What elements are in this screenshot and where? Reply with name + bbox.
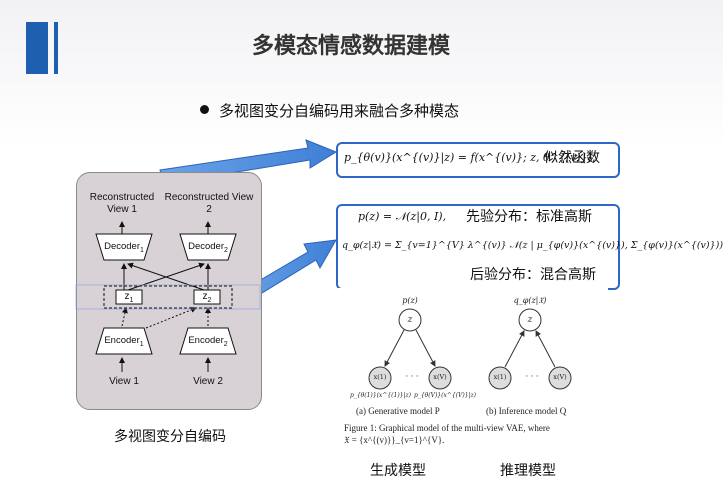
decoder-2-label: Decoder2 (188, 241, 228, 254)
subfig-a-caption: (a) Generative model P (356, 406, 440, 416)
latent-1-label: z1 (124, 291, 134, 304)
gen-edge1-label: p_{θ(1)}(x^{(1)}|z) (350, 392, 411, 399)
subfig-b-caption: (b) Inference model Q (486, 406, 567, 416)
arrow-enc1-z2 (145, 307, 197, 329)
figure-caption-line1: Figure 1: Graphical model of the multi-v… (344, 423, 550, 433)
gen-z-node (398, 308, 422, 332)
figure-caption-line2: 𝔛 = {x^{(v)}}_{v=1}^{V}. (344, 435, 445, 445)
vae-diagram-shapes (75, 221, 261, 372)
gen-z-label: z (407, 315, 413, 325)
gen-x1-node (368, 366, 392, 390)
latent-2-box (193, 289, 221, 305)
view-2-label: View 2 (193, 376, 223, 387)
recon-view-1-label: Reconstructed View 1 (89, 192, 155, 215)
gen-top-label: p(z) (402, 296, 418, 305)
gen-xv-label: x(V) (433, 373, 447, 381)
prior-formula: p(z) = 𝒩(z|0, I), (358, 210, 447, 223)
latent-1-box (115, 289, 143, 305)
decoder-2-shape (179, 233, 237, 261)
posterior-label: 后验分布：混合高斯 (470, 267, 596, 283)
graphical-model-shapes (368, 308, 572, 390)
encoder-1-shape (95, 327, 153, 355)
bullet-text: 多视图变分自编码用来融合多种模态 (219, 102, 460, 120)
inference-model-label: 推理模型 (500, 463, 556, 479)
gen-edge-v (415, 329, 436, 367)
recon-view-2-label: Reconstructed View 2 (164, 192, 254, 215)
inf-xv-node (548, 366, 572, 390)
encoder-1-label: Encoder1 (104, 335, 144, 348)
posterior-formula: q_φ(z|𝔛) = Σ_{v=1}^{V} λ^{(v)} 𝒩(z | μ_{… (342, 240, 723, 251)
inf-x1-node (488, 366, 512, 390)
inf-edge-1 (504, 330, 525, 368)
vae-caption: 多视图变分自编码 (114, 429, 226, 445)
inf-edge-v (535, 330, 556, 368)
decoder-1-shape (95, 233, 153, 261)
encoder-2-shape (179, 327, 237, 355)
decoder-1-label: Decoder1 (104, 241, 144, 254)
latent-highlight (75, 284, 261, 310)
inf-dots: · · · (525, 372, 539, 381)
likelihood-label: 似然函数 (544, 150, 600, 166)
prior-label: 先验分布：标准高斯 (466, 209, 592, 225)
accent-bar (26, 22, 48, 74)
gen-dots: · · · (405, 372, 419, 381)
gen-edge-1 (384, 329, 405, 367)
view-1-label: View 1 (109, 376, 139, 387)
gen-x1-label: x(1) (373, 373, 387, 381)
inf-top-label: q_φ(z|𝔛) (513, 296, 547, 305)
latent-2-label: z2 (202, 291, 212, 304)
inf-x1-label: x(1) (493, 373, 507, 381)
bullet-item: 多视图变分自编码用来融合多种模态 (200, 100, 459, 121)
likelihood-formula: p_{θ(v)}(x^{(v)}|z) = f(x^{(v)}; z, θ^{(… (344, 151, 596, 164)
arrow-enc1-z1 (121, 307, 128, 327)
bullet-dot (200, 105, 209, 114)
gen-edge2-label: p_{θ(V)}(x^{(V)}|z) (414, 392, 477, 399)
generative-model-label: 生成模型 (370, 463, 426, 479)
likelihood-box (336, 142, 620, 178)
slide-title: 多模态情感数据建模 (251, 34, 450, 59)
inf-z-node (518, 308, 542, 332)
accent-bar-thin (54, 22, 58, 74)
encoder-2-label: Encoder2 (188, 335, 228, 348)
inf-xv-label: x(V) (553, 373, 567, 381)
inf-z-label: z (527, 315, 533, 325)
gen-xv-node (428, 366, 452, 390)
